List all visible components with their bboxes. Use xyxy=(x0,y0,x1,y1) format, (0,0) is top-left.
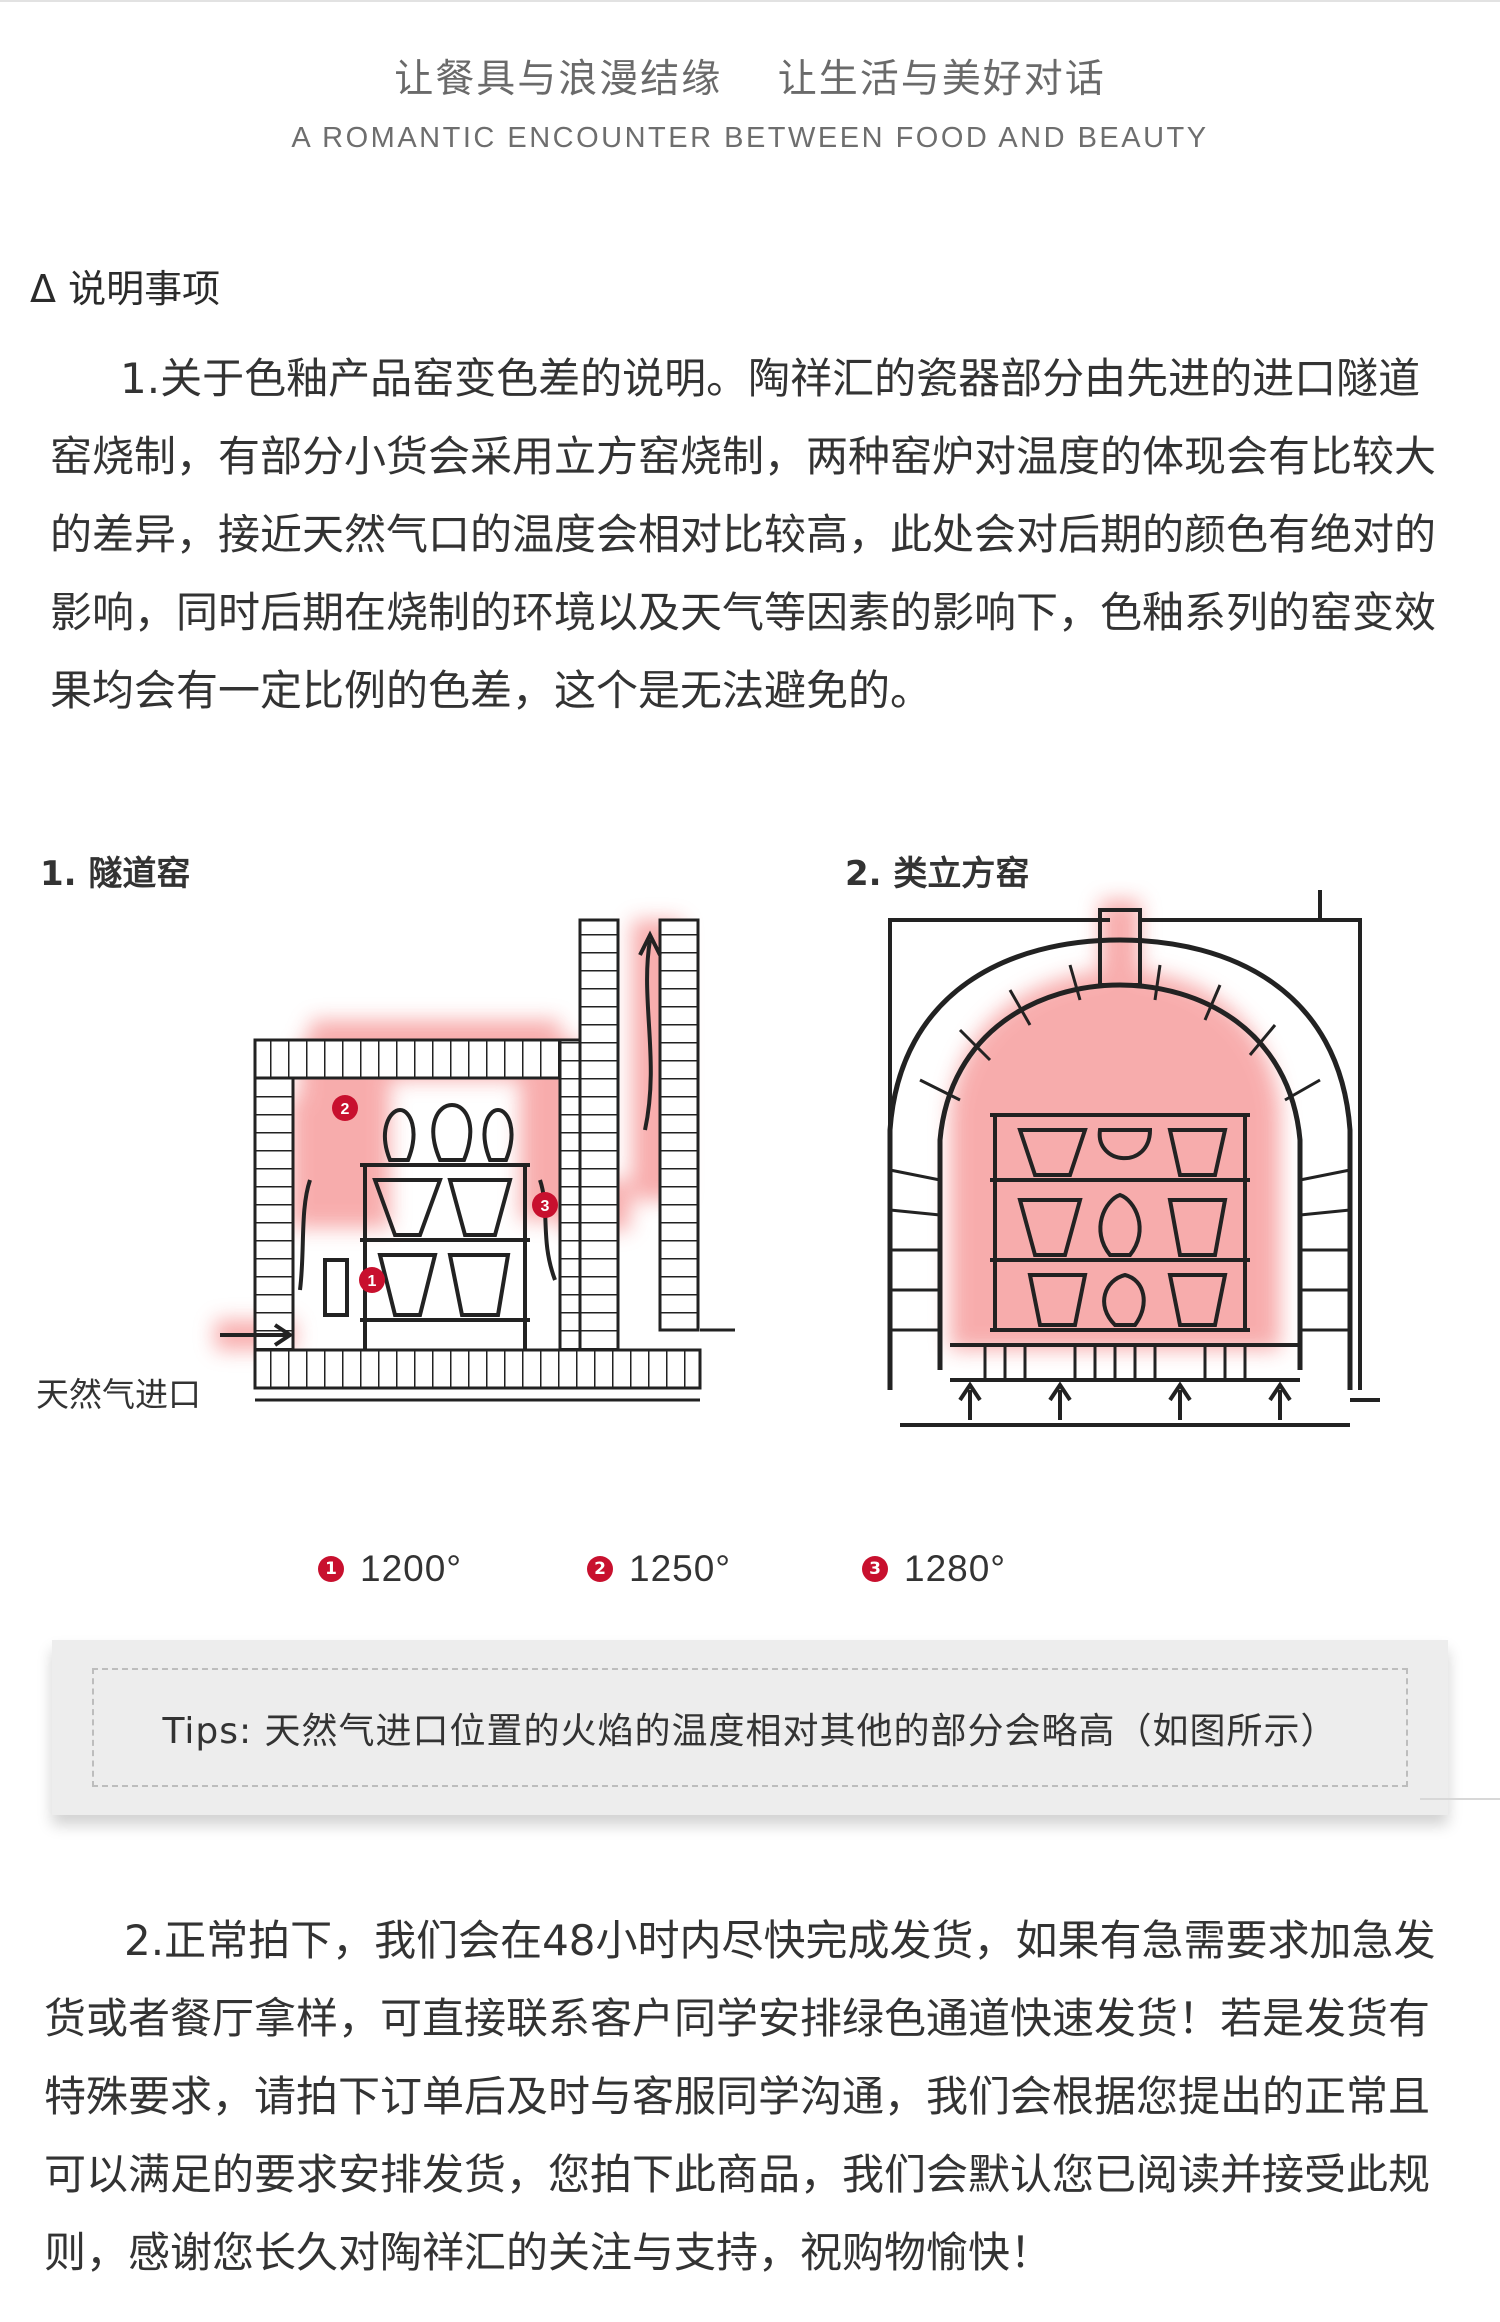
paragraph-shipping-note: 2.正常拍下，我们会在48小时内尽快完成发货，如果有急需要求加急发货或者餐厅拿样… xyxy=(44,1916,1436,2277)
legend-marker-2: 2 xyxy=(587,1556,613,1582)
tips-box: Tips: 天然气进口位置的火焰的温度相对其他的部分会略高（如图所示） xyxy=(52,1640,1448,1815)
gas-inlet-label: 天然气进口 xyxy=(36,1375,201,1414)
legend-temp-1: 1200° xyxy=(360,1548,463,1589)
tips-text: Tips: 天然气进口位置的火焰的温度相对其他的部分会略高（如图所示） xyxy=(162,1710,1338,1752)
legend-marker-3: 3 xyxy=(862,1556,888,1582)
legend-marker-1: 1 xyxy=(318,1556,344,1582)
legend-item-1: 1 1200° xyxy=(318,1548,462,1590)
kiln-diagram: 2 3 1 xyxy=(215,890,1380,1427)
tunnel-kiln-drawing: 2 3 1 xyxy=(215,918,735,1402)
legend-item-3: 3 1280° xyxy=(862,1548,1006,1590)
cubic-kiln-drawing xyxy=(887,890,1380,1427)
paragraph-kiln-note: 1.关于色釉产品窑变色差的说明。陶祥汇的瓷器部分由先进的进口隧道窑烧制，有部分小… xyxy=(50,354,1437,715)
svg-text:3: 3 xyxy=(541,1198,550,1215)
side-divider xyxy=(1420,1798,1500,1800)
cubic-kiln-label: 2. 类立方窑 xyxy=(845,854,1030,894)
legend-item-2: 2 1250° xyxy=(587,1548,731,1590)
header-title-en: A ROMANTIC ENCOUNTER BETWEEN FOOD AND BE… xyxy=(291,122,1209,154)
legend-temp-2: 1250° xyxy=(629,1548,732,1589)
section-title: Δ 说明事项 xyxy=(30,267,221,311)
svg-text:2: 2 xyxy=(341,1101,350,1118)
header-title-cn: 让餐具与浪漫结缘 让生活与美好对话 xyxy=(394,57,1106,102)
top-divider xyxy=(0,0,1500,2)
svg-text:1: 1 xyxy=(368,1273,377,1290)
tips-dashed-border: Tips: 天然气进口位置的火焰的温度相对其他的部分会略高（如图所示） xyxy=(92,1668,1408,1787)
legend-temp-3: 1280° xyxy=(904,1548,1007,1589)
tunnel-kiln-label: 1. 隧道窑 xyxy=(40,854,191,894)
